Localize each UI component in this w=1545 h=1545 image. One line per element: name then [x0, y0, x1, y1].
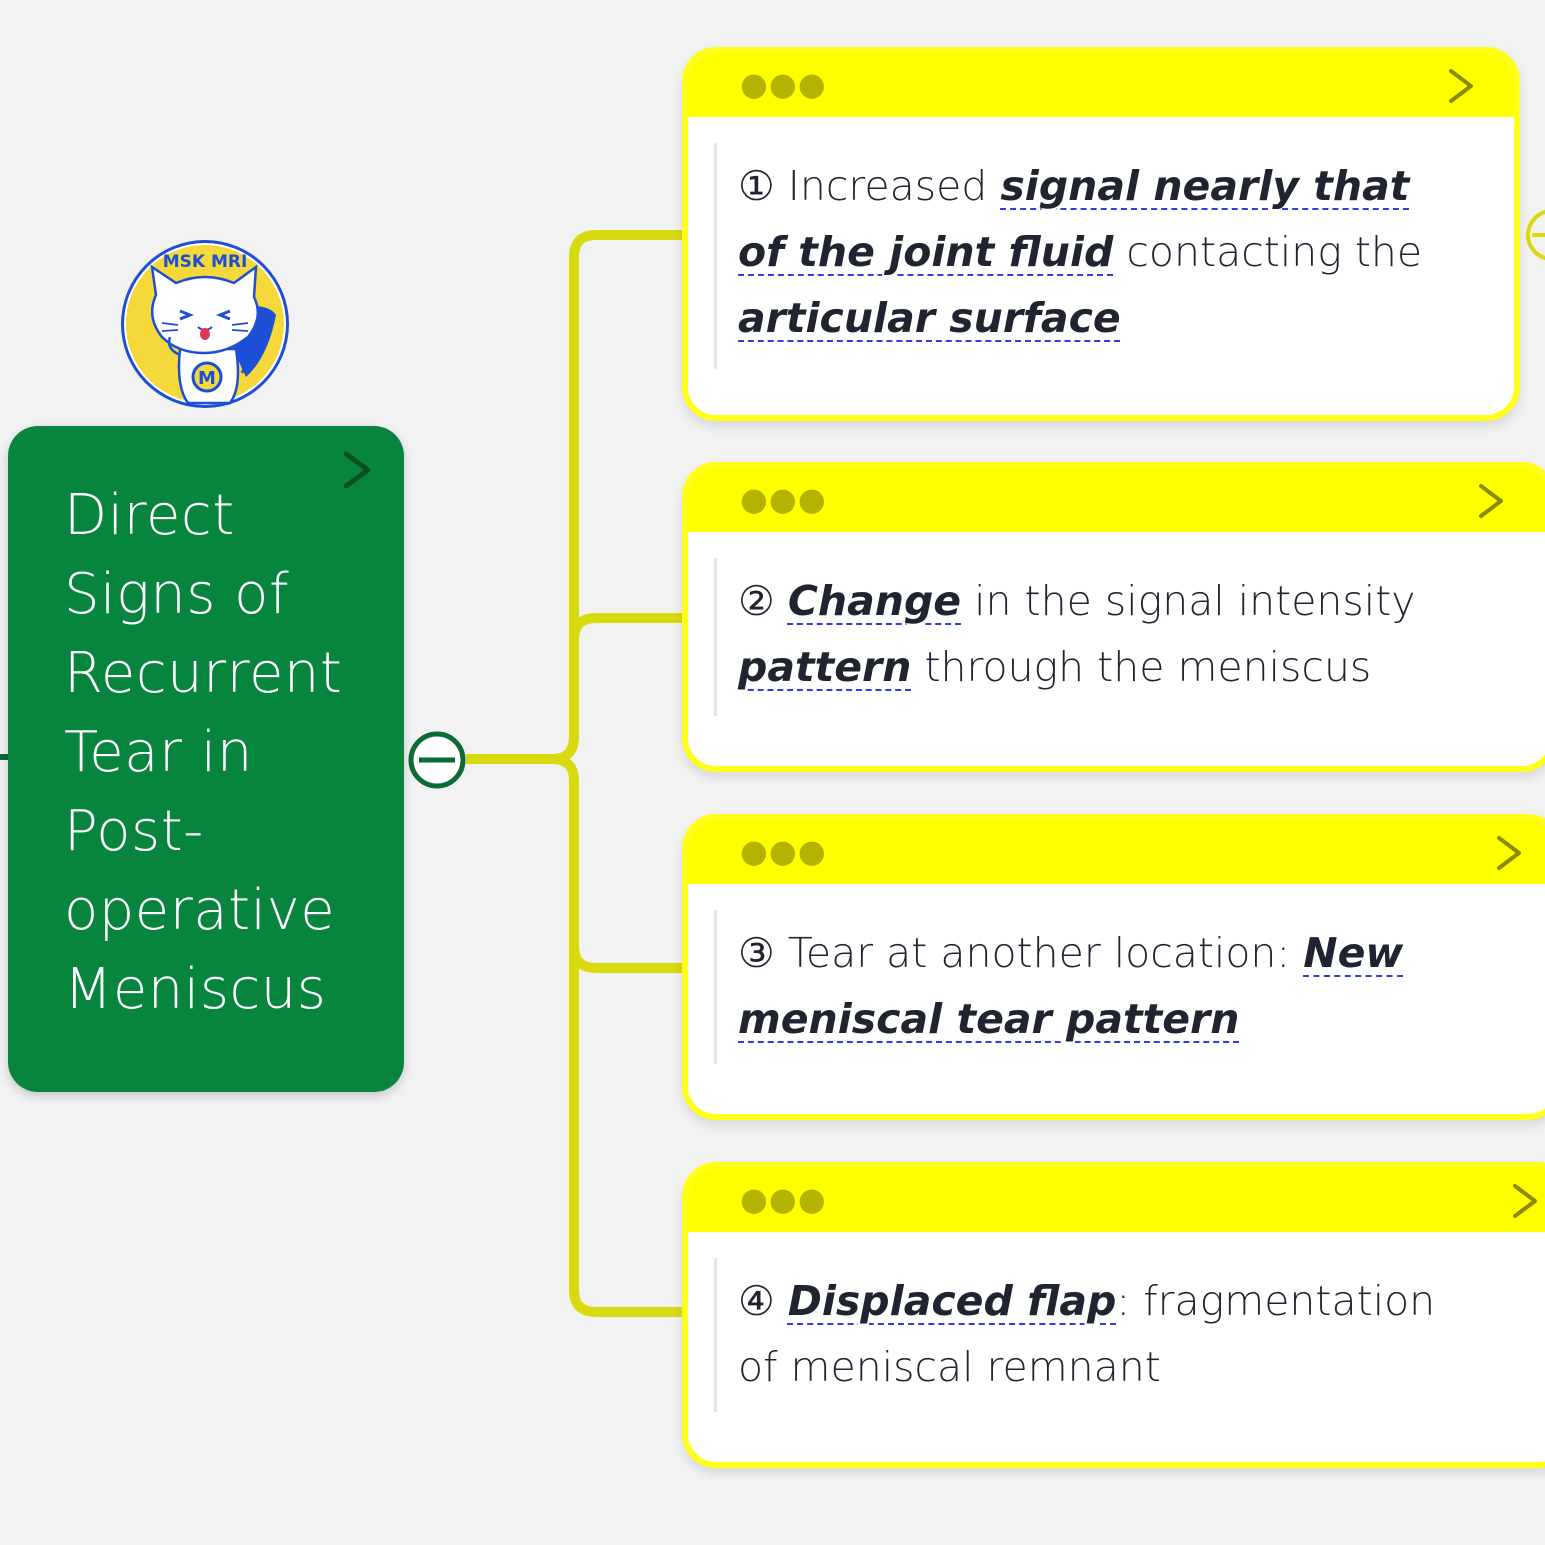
root-topic-title: Direct Signs of Recurrent Tear in Post-o… [64, 483, 343, 1022]
root-topic-node[interactable]: Direct Signs of Recurrent Tear in Post-o… [8, 426, 404, 1092]
chevron-right-icon[interactable] [1494, 833, 1524, 873]
chevron-right-icon[interactable] [1476, 481, 1506, 521]
card-header: ●●● [688, 468, 1545, 532]
collapse-minus-icon[interactable] [407, 730, 467, 790]
chevron-right-icon[interactable] [1446, 66, 1476, 106]
card-divider [714, 910, 717, 1064]
card-body: ② Change in the signal intensity pattern… [688, 532, 1545, 716]
card-text: ② Change in the signal intensity pattern… [738, 568, 1418, 700]
card-text-segment: contacting the [1113, 228, 1423, 276]
connector-card-4 [569, 946, 684, 1317]
emphasized-term[interactable]: signal nearly that of the joint fluid [738, 162, 1410, 276]
card-header: ●●● [688, 1168, 1545, 1232]
subtopic-card-4[interactable]: ●●● ④ Displaced flap: fragmentation of me… [682, 1162, 1545, 1468]
card-number: ① [738, 162, 775, 210]
card-text-segment: in the signal intensity [961, 577, 1416, 625]
emphasized-term[interactable]: Displaced flap [787, 1277, 1117, 1325]
card-body: ④ Displaced flap: fragmentation of menis… [688, 1232, 1545, 1412]
subtopic-card-1[interactable]: ●●● ① Increased signal nearly that of the… [682, 47, 1520, 421]
card-header: ●●● [688, 53, 1514, 117]
card-text-segment: : fragmentation of meniscal remnant [738, 1277, 1436, 1391]
card-text: ④ Displaced flap: fragmentation of menis… [738, 1268, 1478, 1400]
card-body: ① Increased signal nearly that of the jo… [688, 117, 1514, 369]
more-options-icon[interactable]: ●●● [740, 480, 827, 518]
connector-card-3 [551, 754, 684, 973]
connector-card-2 [569, 613, 684, 641]
chevron-right-icon[interactable] [1510, 1181, 1540, 1221]
msk-mri-logo: MSK MRI M [121, 240, 289, 408]
card-number: ④ [738, 1277, 775, 1325]
emphasized-term[interactable]: New meniscal tear pattern [738, 929, 1404, 1043]
card-divider [714, 143, 717, 369]
chevron-right-icon[interactable] [340, 448, 374, 492]
emphasized-term[interactable]: Change [787, 577, 962, 625]
card-text-segment: Increased [774, 162, 1001, 210]
subtopic-card-2[interactable]: ●●● ② Change in the signal intensity patt… [682, 462, 1545, 772]
more-options-icon[interactable]: ●●● [740, 832, 827, 870]
card-body: ③ Tear at another location: New meniscal… [688, 884, 1545, 1064]
logo-badge-letter: M [198, 368, 216, 389]
card-number: ② [738, 577, 775, 625]
expand-toggle-icon[interactable] [1520, 205, 1545, 265]
card-text: ③ Tear at another location: New meniscal… [738, 920, 1418, 1052]
card-header: ●●● [688, 820, 1545, 884]
emphasized-term[interactable]: pattern [738, 643, 912, 691]
card-text: ① Increased signal nearly that of the jo… [738, 153, 1428, 351]
card-text-segment [775, 1277, 788, 1325]
card-text-segment [775, 577, 788, 625]
connector-card-1 [466, 230, 684, 764]
more-options-icon[interactable]: ●●● [740, 1180, 827, 1218]
card-text-segment: Tear at another location: [774, 929, 1304, 977]
emphasized-term[interactable]: articular surface [738, 294, 1121, 342]
subtopic-card-3[interactable]: ●●● ③ Tear at another location: New menis… [682, 814, 1545, 1120]
card-text-segment: through the meniscus [911, 643, 1372, 691]
card-number: ③ [738, 929, 775, 977]
more-options-icon[interactable]: ●●● [740, 65, 827, 103]
card-divider [714, 1258, 717, 1412]
logo-text: MSK MRI [163, 252, 248, 272]
card-divider [714, 558, 717, 716]
